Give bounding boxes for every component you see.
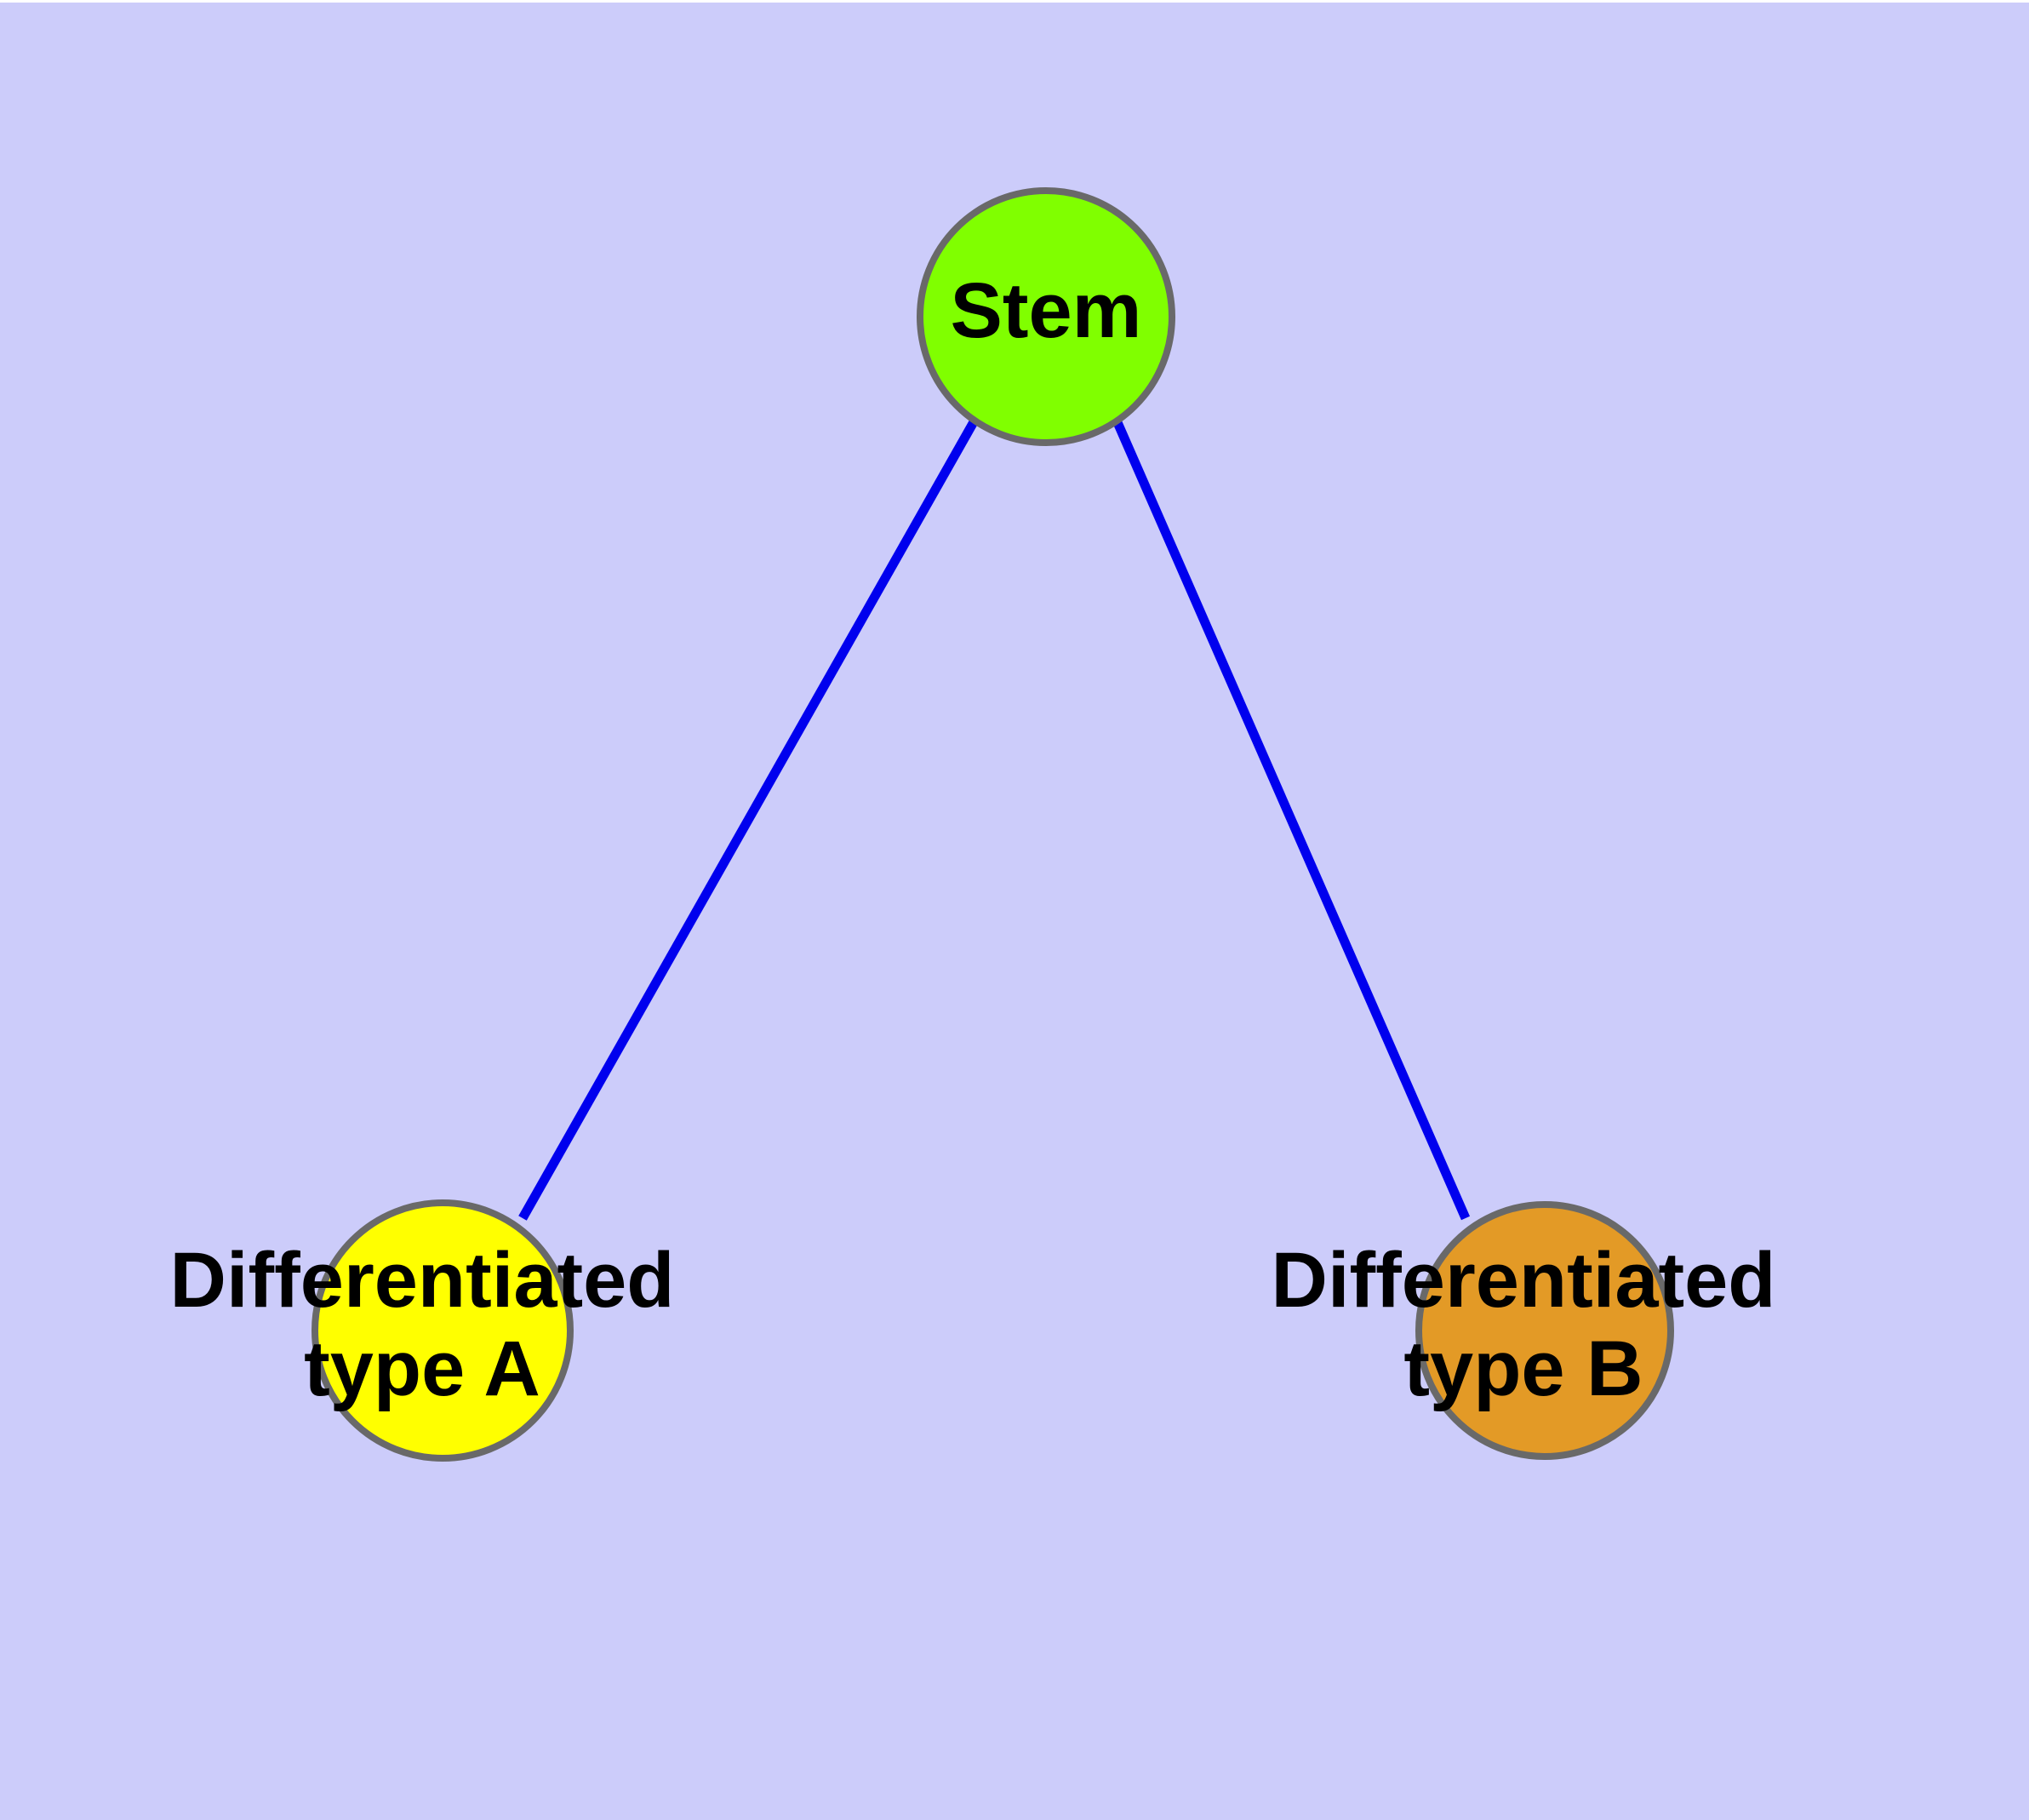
node-label-line: Stem xyxy=(951,267,1142,354)
node-label-line: Differentiated xyxy=(170,1237,675,1324)
node-label-line: type A xyxy=(304,1325,540,1412)
node-stem[interactable] xyxy=(917,187,1175,446)
node-diff-a[interactable] xyxy=(311,1199,574,1462)
edge-stem-to-diff-a[interactable] xyxy=(518,418,979,1221)
node-diff-b[interactable] xyxy=(1415,1201,1674,1460)
node-label-line: Differentiated xyxy=(1272,1237,1776,1324)
edge-stem-to-diff-b[interactable] xyxy=(1112,418,1471,1221)
node-label-line: type B xyxy=(1403,1325,1643,1412)
edges-layer xyxy=(518,418,1471,1221)
node-label-stem: Stem xyxy=(951,267,1142,354)
